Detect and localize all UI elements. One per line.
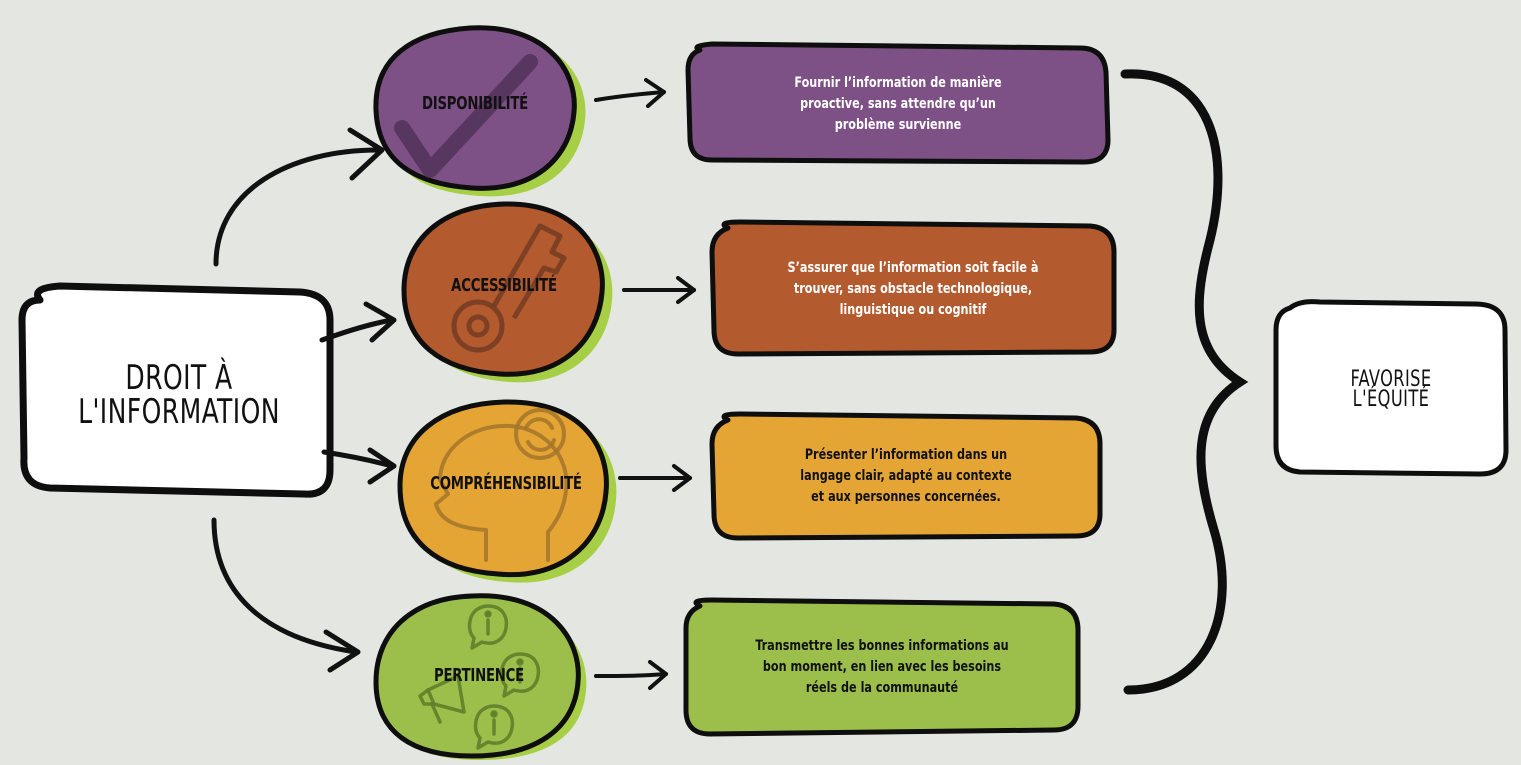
pillar-label-pertinence: PERTINENCE — [433, 664, 525, 686]
pillar-disponibilite — [373, 25, 586, 197]
desc-box-accessibilite — [709, 219, 1117, 357]
arrow-accessibilite-desc — [622, 276, 696, 304]
desc-text-comprehensibilite: Présenter l’information dans un langage … — [800, 446, 1012, 505]
desc-text-pertinence: Transmettre les bonnes informations au b… — [755, 637, 1009, 696]
pillar-pertinence-blob — [373, 593, 581, 759]
left-box-label: DROIT À L'INFORMATION — [78, 358, 280, 432]
arrow-to-comprehensibilite — [321, 447, 397, 485]
desc-box-comprehensibilite — [709, 411, 1103, 541]
desc-text-disponibilite: Fournir l’information de manière proacti… — [794, 74, 1002, 133]
pillar-label-accessibilite: ACCESSIBILITÉ — [451, 274, 557, 296]
arrow-disponibilite-desc — [594, 78, 666, 108]
desc-box-pertinence — [683, 597, 1081, 737]
checkmark-icon — [394, 54, 538, 178]
key-icon — [451, 223, 567, 353]
curly-brace — [1120, 69, 1249, 695]
pillar-comprehensibilite-blob — [397, 399, 609, 578]
desc-text-accessibilite: S’assurer que l’information soit facile … — [787, 259, 1039, 318]
pillar-pertinence — [373, 593, 587, 760]
right-box-label: FAVORISE L'ÉQUITÉ — [1350, 367, 1432, 412]
pillar-accessibilite — [401, 201, 613, 383]
left-box-shape — [18, 282, 334, 498]
desc-box-disponibilite — [685, 41, 1111, 165]
info-megaphone-icon — [418, 604, 541, 750]
pillar-label-disponibilite: DISPONIBILITÉ — [422, 92, 528, 114]
arrow-comprehensibilite-desc — [618, 464, 692, 492]
arrow-to-disponibilite — [213, 127, 385, 267]
right-box-shape — [1273, 299, 1509, 477]
pillar-label-comprehensibilite: COMPRÉHENSIBILITÉ — [430, 472, 582, 494]
head-refresh-icon — [434, 408, 569, 562]
pillar-comprehensibilite — [397, 399, 617, 583]
arrow-pertinence-desc — [594, 660, 668, 690]
arrow-to-pertinence — [211, 517, 361, 673]
arrow-to-accessibilite — [319, 301, 397, 343]
